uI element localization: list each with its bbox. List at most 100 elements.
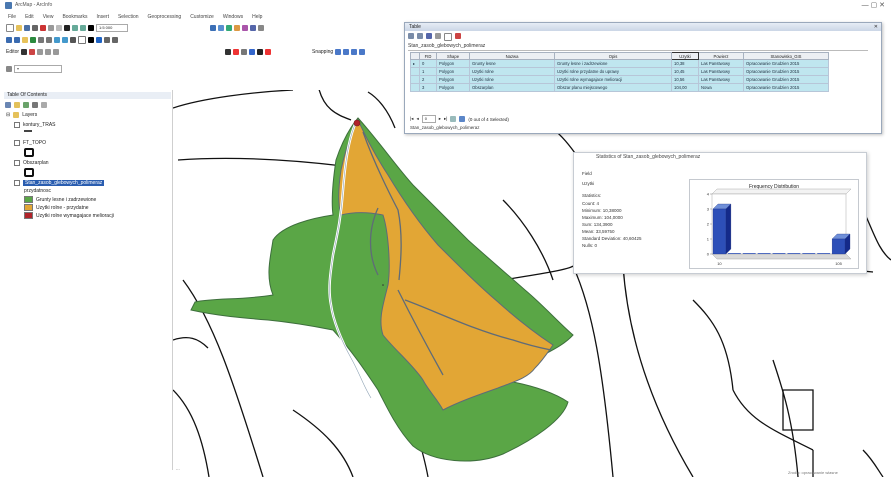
- measure-icon[interactable]: [112, 37, 118, 43]
- layer-visibility-checkbox[interactable]: [14, 160, 20, 166]
- point-snap-icon[interactable]: [335, 49, 342, 55]
- delete-icon[interactable]: [64, 25, 70, 31]
- toc-options-icon[interactable]: [41, 102, 47, 108]
- switch-selection-icon[interactable]: [435, 33, 441, 39]
- layer-visibility-checkbox[interactable]: [14, 180, 20, 186]
- fixed-zoom-out-icon[interactable]: [46, 37, 52, 43]
- attributes-icon[interactable]: [53, 49, 60, 55]
- new-map-icon[interactable]: [6, 24, 14, 32]
- row-selector[interactable]: [410, 75, 420, 84]
- rotate-icon[interactable]: [45, 49, 52, 55]
- first-record-icon[interactable]: |◂: [410, 116, 414, 121]
- layer-visibility-checkbox[interactable]: [14, 122, 20, 128]
- fill-color-icon[interactable]: [249, 49, 255, 55]
- fixed-zoom-in-icon[interactable]: [38, 37, 44, 43]
- line-color-icon[interactable]: [257, 49, 263, 55]
- related-tables-icon[interactable]: [417, 33, 423, 39]
- previous-record-icon[interactable]: ◂: [416, 116, 419, 121]
- search-icon[interactable]: [234, 25, 240, 31]
- collapse-icon[interactable]: ⊟: [6, 112, 11, 118]
- map-canvas[interactable]: [173, 90, 891, 477]
- field-dropdown[interactable]: Uzytki: [582, 181, 595, 186]
- scale-dropdown[interactable]: 1:5 000: [96, 24, 128, 32]
- column-header[interactable]: Stanowisko_GIS: [743, 52, 829, 60]
- column-header[interactable]: FID: [419, 52, 437, 60]
- text-icon[interactable]: [241, 49, 247, 55]
- menu-selection[interactable]: Selection: [117, 13, 139, 20]
- column-header-selected[interactable]: Uzytki: [671, 52, 699, 60]
- table-row[interactable]: 3 Polygon Obszarplan Obszar planu miejsc…: [410, 83, 829, 92]
- edit-tool-icon[interactable]: [21, 49, 28, 55]
- layer-visibility-checkbox[interactable]: [14, 140, 20, 146]
- table-icon[interactable]: [218, 25, 224, 31]
- layout-icon[interactable]: [6, 66, 12, 72]
- menu-edit[interactable]: Edit: [25, 13, 34, 20]
- toc-layer[interactable]: Obszarplan: [14, 160, 49, 166]
- table-row[interactable]: 2 Polygon Uzytki rolne Uzytki rolne wyma…: [410, 75, 829, 84]
- toc-root[interactable]: ⊟ Layers: [6, 112, 37, 118]
- row-selector[interactable]: [410, 67, 420, 76]
- table-row[interactable]: ▸ 0 Polygon Grunty lesne Grunty lesne i …: [410, 59, 829, 68]
- table-options-icon[interactable]: [408, 33, 414, 39]
- menu-view[interactable]: View: [42, 13, 54, 20]
- list-by-selection-icon[interactable]: [32, 102, 38, 108]
- print-icon[interactable]: [32, 25, 38, 31]
- list-by-visibility-icon[interactable]: [23, 102, 29, 108]
- clear-selection-icon[interactable]: [444, 33, 452, 41]
- select-by-attributes-icon[interactable]: [426, 33, 432, 39]
- list-by-source-icon[interactable]: [14, 102, 20, 108]
- paste-icon[interactable]: [56, 25, 62, 31]
- model-builder-icon[interactable]: [258, 25, 264, 31]
- toolbox-icon[interactable]: [242, 25, 248, 31]
- catalog-icon[interactable]: [226, 25, 232, 31]
- toc-layer-selected[interactable]: Stan_zasob_glebowych_polimeraz: [14, 180, 105, 186]
- column-header[interactable]: Opis: [554, 52, 672, 60]
- sketch-icon[interactable]: [29, 49, 36, 55]
- menu-geoprocessing[interactable]: Geoprocessing: [147, 13, 182, 20]
- pan-icon[interactable]: [22, 37, 28, 43]
- layer-dropdown[interactable]: ▾: [14, 65, 62, 73]
- open-folder-icon[interactable]: [16, 25, 22, 31]
- record-number-input[interactable]: 0: [421, 115, 436, 123]
- snapping-menu[interactable]: Snapping: [312, 49, 334, 55]
- show-selected-records-icon[interactable]: [459, 116, 466, 122]
- split-icon[interactable]: [37, 49, 44, 55]
- copy-icon[interactable]: [48, 25, 54, 31]
- menu-file[interactable]: File: [8, 13, 17, 20]
- menu-help[interactable]: Help: [252, 13, 263, 20]
- python-icon[interactable]: [250, 25, 256, 31]
- find-icon[interactable]: [104, 37, 110, 43]
- reclamation-polygon[interactable]: [353, 119, 361, 127]
- select-features-icon[interactable]: [70, 37, 76, 43]
- full-extent-icon[interactable]: [30, 37, 36, 43]
- back-extent-icon[interactable]: [54, 37, 60, 43]
- menu-customize[interactable]: Customize: [190, 13, 214, 20]
- next-record-icon[interactable]: ▸: [438, 116, 441, 121]
- rectangle-icon[interactable]: [233, 49, 239, 55]
- row-selector[interactable]: ▸: [410, 59, 420, 68]
- edge-snap-icon[interactable]: [359, 49, 366, 55]
- forward-extent-icon[interactable]: [62, 37, 68, 43]
- menu-bookmarks[interactable]: Bookmarks: [62, 13, 88, 20]
- row-selector[interactable]: [410, 83, 420, 92]
- identify-icon[interactable]: [96, 37, 102, 43]
- menu-windows[interactable]: Windows: [222, 13, 244, 20]
- agricultural-polygon[interactable]: [338, 118, 554, 411]
- zoom-in-icon[interactable]: [6, 37, 12, 43]
- show-all-records-icon[interactable]: [450, 116, 457, 122]
- column-header[interactable]: Powierz: [698, 52, 744, 60]
- table-row[interactable]: 1 Polygon Uzytki rolne Uzytki rolne przy…: [410, 67, 829, 76]
- close-icon[interactable]: ✕: [873, 24, 878, 30]
- toc-layer[interactable]: FT_TOPO: [14, 140, 46, 146]
- editor-icon[interactable]: [210, 25, 216, 31]
- column-header[interactable]: Shape: [436, 52, 470, 60]
- select-elements-icon[interactable]: [88, 37, 94, 43]
- pointer-icon[interactable]: [225, 49, 231, 55]
- layer-tab[interactable]: Stan_zasob_glebowych_polimeraz: [408, 43, 868, 51]
- menu-insert[interactable]: Insert: [96, 13, 109, 20]
- zoom-out-icon[interactable]: [14, 37, 20, 43]
- vertex-snap-icon[interactable]: [351, 49, 358, 55]
- redo-icon[interactable]: [80, 25, 86, 31]
- save-icon[interactable]: [24, 25, 30, 31]
- font-color-icon[interactable]: [265, 49, 271, 55]
